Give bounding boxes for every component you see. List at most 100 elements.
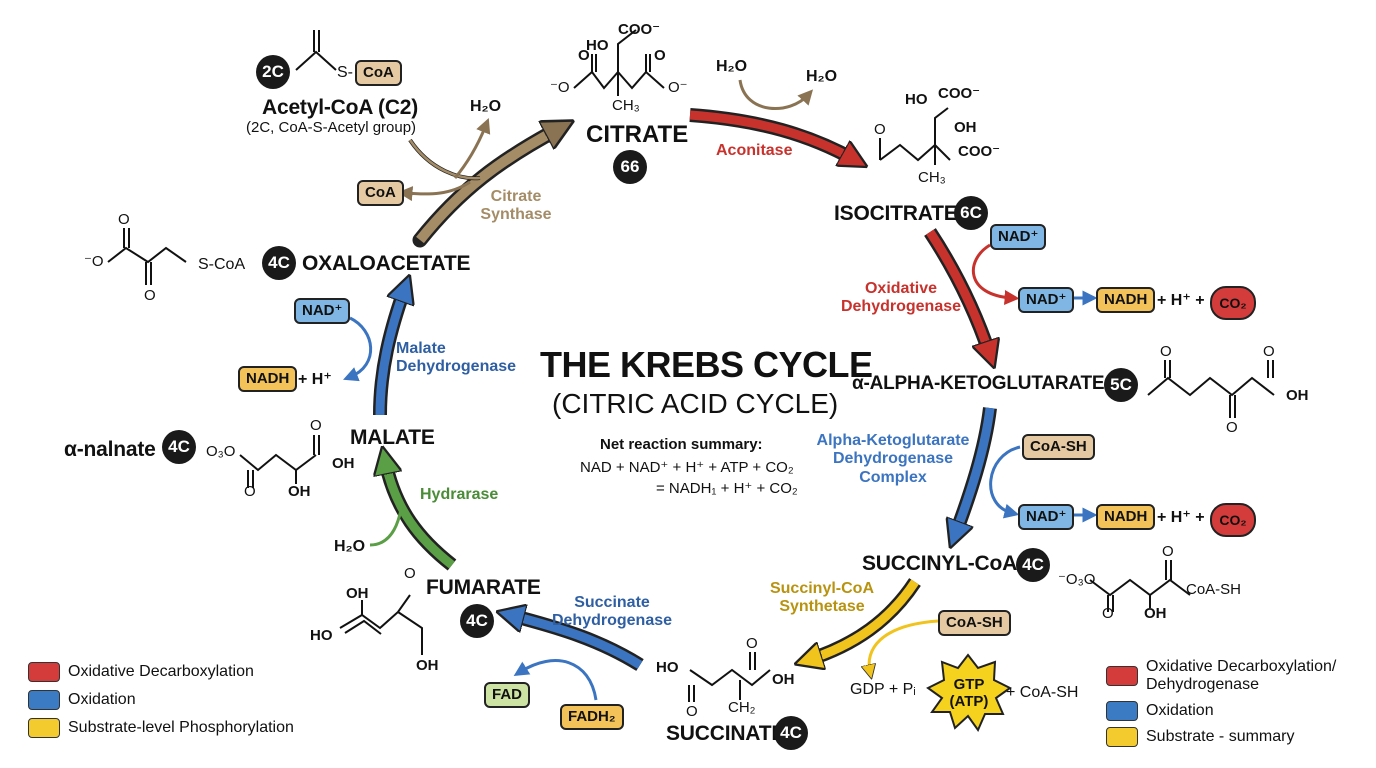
acetyl-coa-note: (2C, CoA-S-Acetyl group) bbox=[246, 119, 417, 136]
legend-right-label: Oxidative Decarboxylation/ Dehydrogenase bbox=[1146, 658, 1337, 694]
arrow-oxidative-dh-fill bbox=[926, 229, 990, 355]
nadh-chip-akg: NADH bbox=[1096, 504, 1156, 530]
arrow-fadh2-to-fad bbox=[513, 659, 598, 701]
arrow-hydrarase-fill bbox=[385, 460, 455, 569]
summary-line-1: NAD + NAD⁺ + H⁺ + ATP + CO₂ bbox=[580, 459, 794, 476]
succinyl-o-bottom: O bbox=[1102, 605, 1114, 622]
legend-left-item: Substrate-level Phosphorylation bbox=[28, 718, 294, 738]
fad-chip: FAD bbox=[484, 682, 530, 708]
gtp-starburst bbox=[926, 653, 1012, 733]
succinate-oh: OH bbox=[772, 671, 795, 688]
structure-fumarate bbox=[339, 594, 423, 655]
nadh-chip-malate: NADH bbox=[238, 366, 298, 392]
succinyl-coa-carbon-badge: 4C bbox=[1016, 548, 1050, 582]
legend-left-item: Oxidative Decarboxylation bbox=[28, 662, 294, 682]
arrow-nad-to-nadh-1 bbox=[971, 243, 1020, 306]
malate-o3o: O₃O bbox=[206, 443, 236, 460]
co2-akg: CO₂ bbox=[1210, 503, 1256, 537]
water-hydrarase: H₂O bbox=[334, 538, 366, 555]
oxaloacetate-carbon-badge: 4C bbox=[262, 246, 296, 280]
oxaloacetate-o-minus: ⁻O bbox=[84, 253, 104, 270]
a-nalnate-carbon-badge: 4C bbox=[162, 430, 196, 464]
legend-right-item: Substrate - summary bbox=[1106, 726, 1356, 747]
arrow-acetyl-coa-in-fill bbox=[408, 139, 481, 180]
fumarate-oh-bottom: OH bbox=[416, 657, 439, 674]
citrate-ch3: CH₃ bbox=[612, 97, 640, 114]
summary-line-2: = NADH₁ + H⁺ + CO₂ bbox=[656, 480, 798, 497]
enzyme-akg-dh: Alpha-Ketoglutarate Dehydrogenase Comple… bbox=[816, 432, 970, 486]
structure-malate bbox=[239, 435, 320, 488]
arrow-h2o-in bbox=[369, 504, 404, 547]
succinyl-o-top: O bbox=[1162, 543, 1174, 560]
citrate-carbon-badge: 66 bbox=[613, 150, 647, 184]
legend-right-item: Oxidation bbox=[1106, 700, 1356, 721]
nad-chip-isocitrate: NAD⁺ bbox=[990, 224, 1047, 250]
water-aconitase-out: H₂O bbox=[806, 68, 838, 85]
oxaloacetate-name: OXALOACETATE bbox=[302, 252, 471, 275]
isocitrate-coo-side: COO⁻ bbox=[958, 143, 1001, 160]
malate-oh-bottom: OH bbox=[288, 483, 311, 500]
fumarate-ho: HO bbox=[310, 627, 333, 644]
nad-chip-isocitrate-2: NAD⁺ bbox=[1018, 287, 1075, 313]
structure-isocitrate bbox=[879, 107, 951, 165]
isocitrate-oh: OH bbox=[954, 119, 977, 136]
h-plus-malate: + H⁺ bbox=[298, 371, 332, 388]
enzyme-malate-dh: Malate Dehydrogenase bbox=[396, 340, 517, 376]
succinyl-o3o: ⁻O₃O bbox=[1058, 571, 1096, 588]
citrate-o-minus-right: O⁻ bbox=[668, 79, 688, 96]
structure-citrate bbox=[573, 29, 665, 96]
structure-succinyl-coa bbox=[1089, 560, 1191, 612]
legend-right-label: Substrate - summary bbox=[1146, 727, 1295, 745]
enzyme-citrate-synthase: Citrate Synthase bbox=[480, 188, 552, 224]
arrow-coash-to-nadh bbox=[989, 445, 1021, 519]
akg-o-3: O bbox=[1226, 419, 1238, 436]
succinate-ho: HO bbox=[656, 659, 679, 676]
succinate-o-top: O bbox=[746, 635, 758, 652]
fumarate-o: O bbox=[404, 565, 416, 582]
isocitrate-coo-top: COO⁻ bbox=[938, 85, 981, 102]
water-aconitase-in: H₂O bbox=[716, 58, 748, 75]
acetyl-coa-name: Acetyl-CoA (C2) bbox=[262, 96, 419, 119]
succinate-o-bottom: O bbox=[686, 703, 698, 720]
isocitrate-ho: HO bbox=[905, 91, 928, 108]
plus-coash: + CoA-SH bbox=[1006, 684, 1079, 701]
diagram-subtitle: (CITRIC ACID CYCLE) bbox=[552, 388, 839, 419]
enzyme-aconitase: Aconitase bbox=[716, 142, 793, 159]
structure-succinate bbox=[688, 652, 771, 702]
oxaloacetate-s-coa: S-CoA bbox=[198, 256, 246, 273]
malate-oh-right: OH bbox=[332, 455, 355, 472]
oxaloacetate-o-top: O bbox=[118, 211, 130, 228]
legend-left-label: Oxidative Decarboxylation bbox=[68, 663, 254, 680]
water-citrate-synthase: H₂O bbox=[470, 98, 502, 115]
acetyl-coa-chip: CoA bbox=[355, 60, 402, 86]
arrow-nad-to-nadh-malate bbox=[343, 316, 373, 382]
arrow-citrate-synthase-fill bbox=[416, 128, 560, 244]
arrow-succinate-dh-fill bbox=[510, 615, 643, 669]
succinyl-coa-name: SUCCINYL-CoA bbox=[862, 552, 1018, 575]
akg-name: α-ALPHA-KETOGLUTARATE bbox=[852, 373, 1105, 394]
succinyl-oh: OH bbox=[1144, 605, 1167, 622]
legend-left-item: Oxidation bbox=[28, 690, 294, 710]
nad-chip-akg: NAD⁺ bbox=[1018, 504, 1075, 530]
succinyl-coash: CoA-SH bbox=[1186, 581, 1242, 598]
enzyme-succinate-dh: Succinate Dehydrogenase bbox=[551, 594, 673, 630]
legend-right-swatch bbox=[1106, 700, 1138, 721]
legend-right-label: Oxidation bbox=[1146, 701, 1214, 719]
fumarate-oh-top: OH bbox=[346, 585, 369, 602]
malate-o-bottom: O bbox=[244, 483, 256, 500]
malate-o-top: O bbox=[310, 417, 322, 434]
acetyl-coa-carbon-badge: 2C bbox=[256, 55, 290, 89]
coash-chip-akg: CoA-SH bbox=[1022, 434, 1095, 460]
legend-right-item: Oxidative Decarboxylation/ Dehydrogenase bbox=[1106, 658, 1356, 695]
akg-o-1: O bbox=[1160, 343, 1172, 360]
legend-right-swatch bbox=[1106, 726, 1138, 747]
legend-left-label: Oxidation bbox=[68, 691, 136, 708]
akg-carbon-badge: 5C bbox=[1104, 368, 1138, 402]
citrate-o-minus-left: ⁻O bbox=[550, 79, 570, 96]
fumarate-carbon-badge: 4C bbox=[460, 604, 494, 638]
legend-left-swatch bbox=[28, 690, 60, 710]
akg-o-2: O bbox=[1263, 343, 1275, 360]
